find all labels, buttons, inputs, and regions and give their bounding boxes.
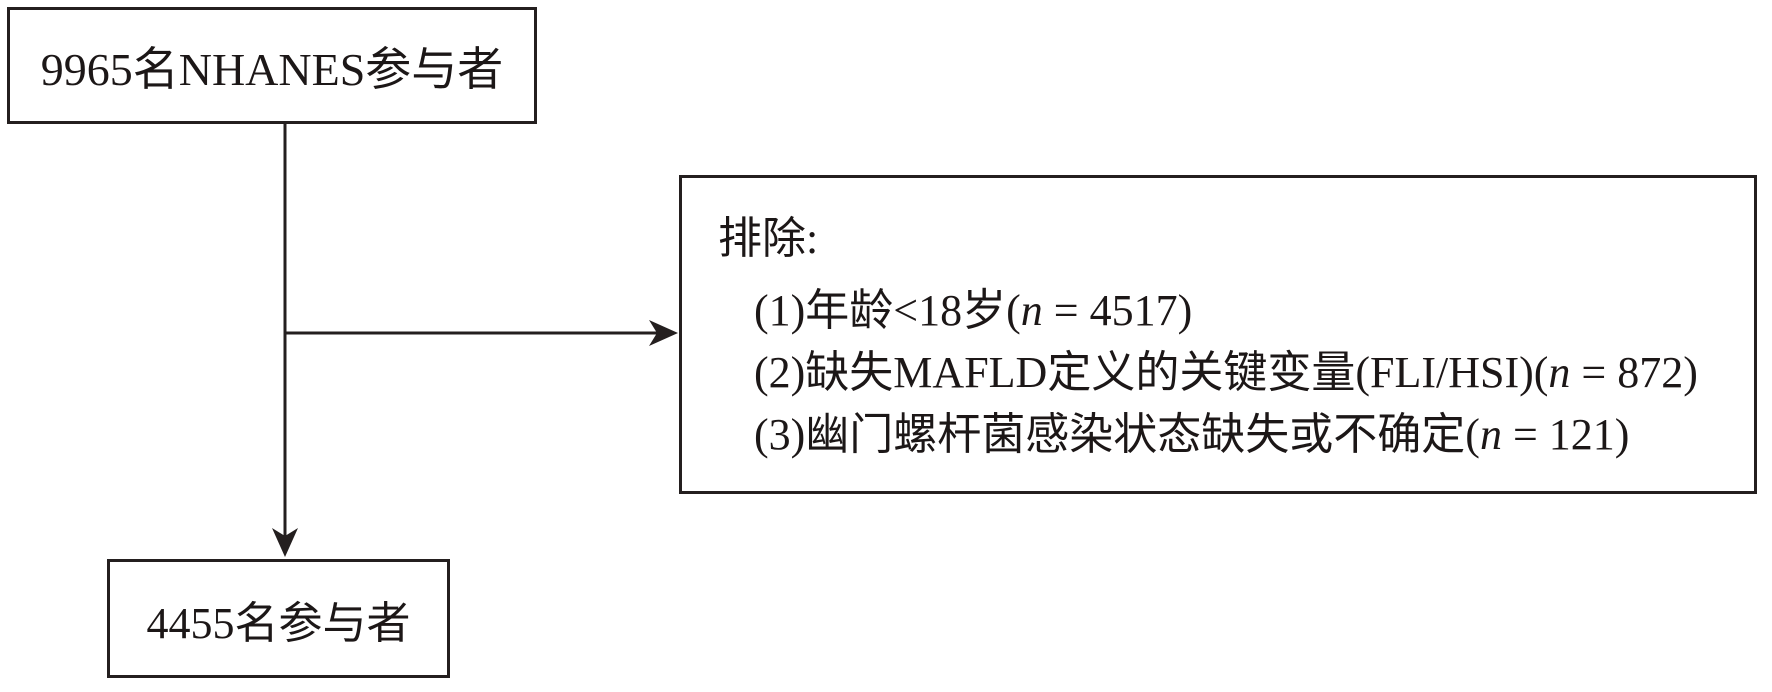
exclusion-item-3-text: (3)幽门螺杆菌感染状态缺失或不确定( <box>754 410 1480 459</box>
exclusion-item-2: (2)缺失MAFLD定义的关键变量(FLI/HSI)(n = 872) <box>754 342 1754 404</box>
exclusion-item-1: (1)年龄<18岁(n = 4517) <box>754 280 1754 342</box>
exclusion-item-3-nvar: n <box>1479 410 1502 459</box>
right-arrowhead-icon <box>649 320 678 346</box>
initial-cohort-label: 9965名NHANES参与者 <box>40 43 504 95</box>
exclusion-item-3: (3)幽门螺杆菌感染状态缺失或不确定(n = 121) <box>754 404 1754 466</box>
exclusion-item-2-nvar: n <box>1548 348 1571 397</box>
exclusion-item-3-count: = 121) <box>1501 410 1630 459</box>
exclusion-item-1-nvar: n <box>1020 286 1043 335</box>
final-cohort-label: 4455名参与者 <box>146 598 411 648</box>
initial-cohort-box: 9965名NHANES参与者 <box>7 7 537 124</box>
down-arrowhead-icon <box>272 528 298 557</box>
exclusion-item-1-text: (1)年龄<18岁( <box>754 286 1021 335</box>
exclusion-title: 排除: <box>718 214 819 263</box>
final-cohort-box: 4455名参与者 <box>107 559 450 678</box>
exclusion-item-1-count: = 4517) <box>1042 286 1193 335</box>
exclusion-item-2-count: = 872) <box>1570 348 1698 397</box>
exclusion-item-2-text: (2)缺失MAFLD定义的关键变量(FLI/HSI)( <box>754 348 1549 397</box>
exclusion-box: 排除: (1)年龄<18岁(n = 4517) (2)缺失MAFLD定义的关键变… <box>679 175 1757 494</box>
